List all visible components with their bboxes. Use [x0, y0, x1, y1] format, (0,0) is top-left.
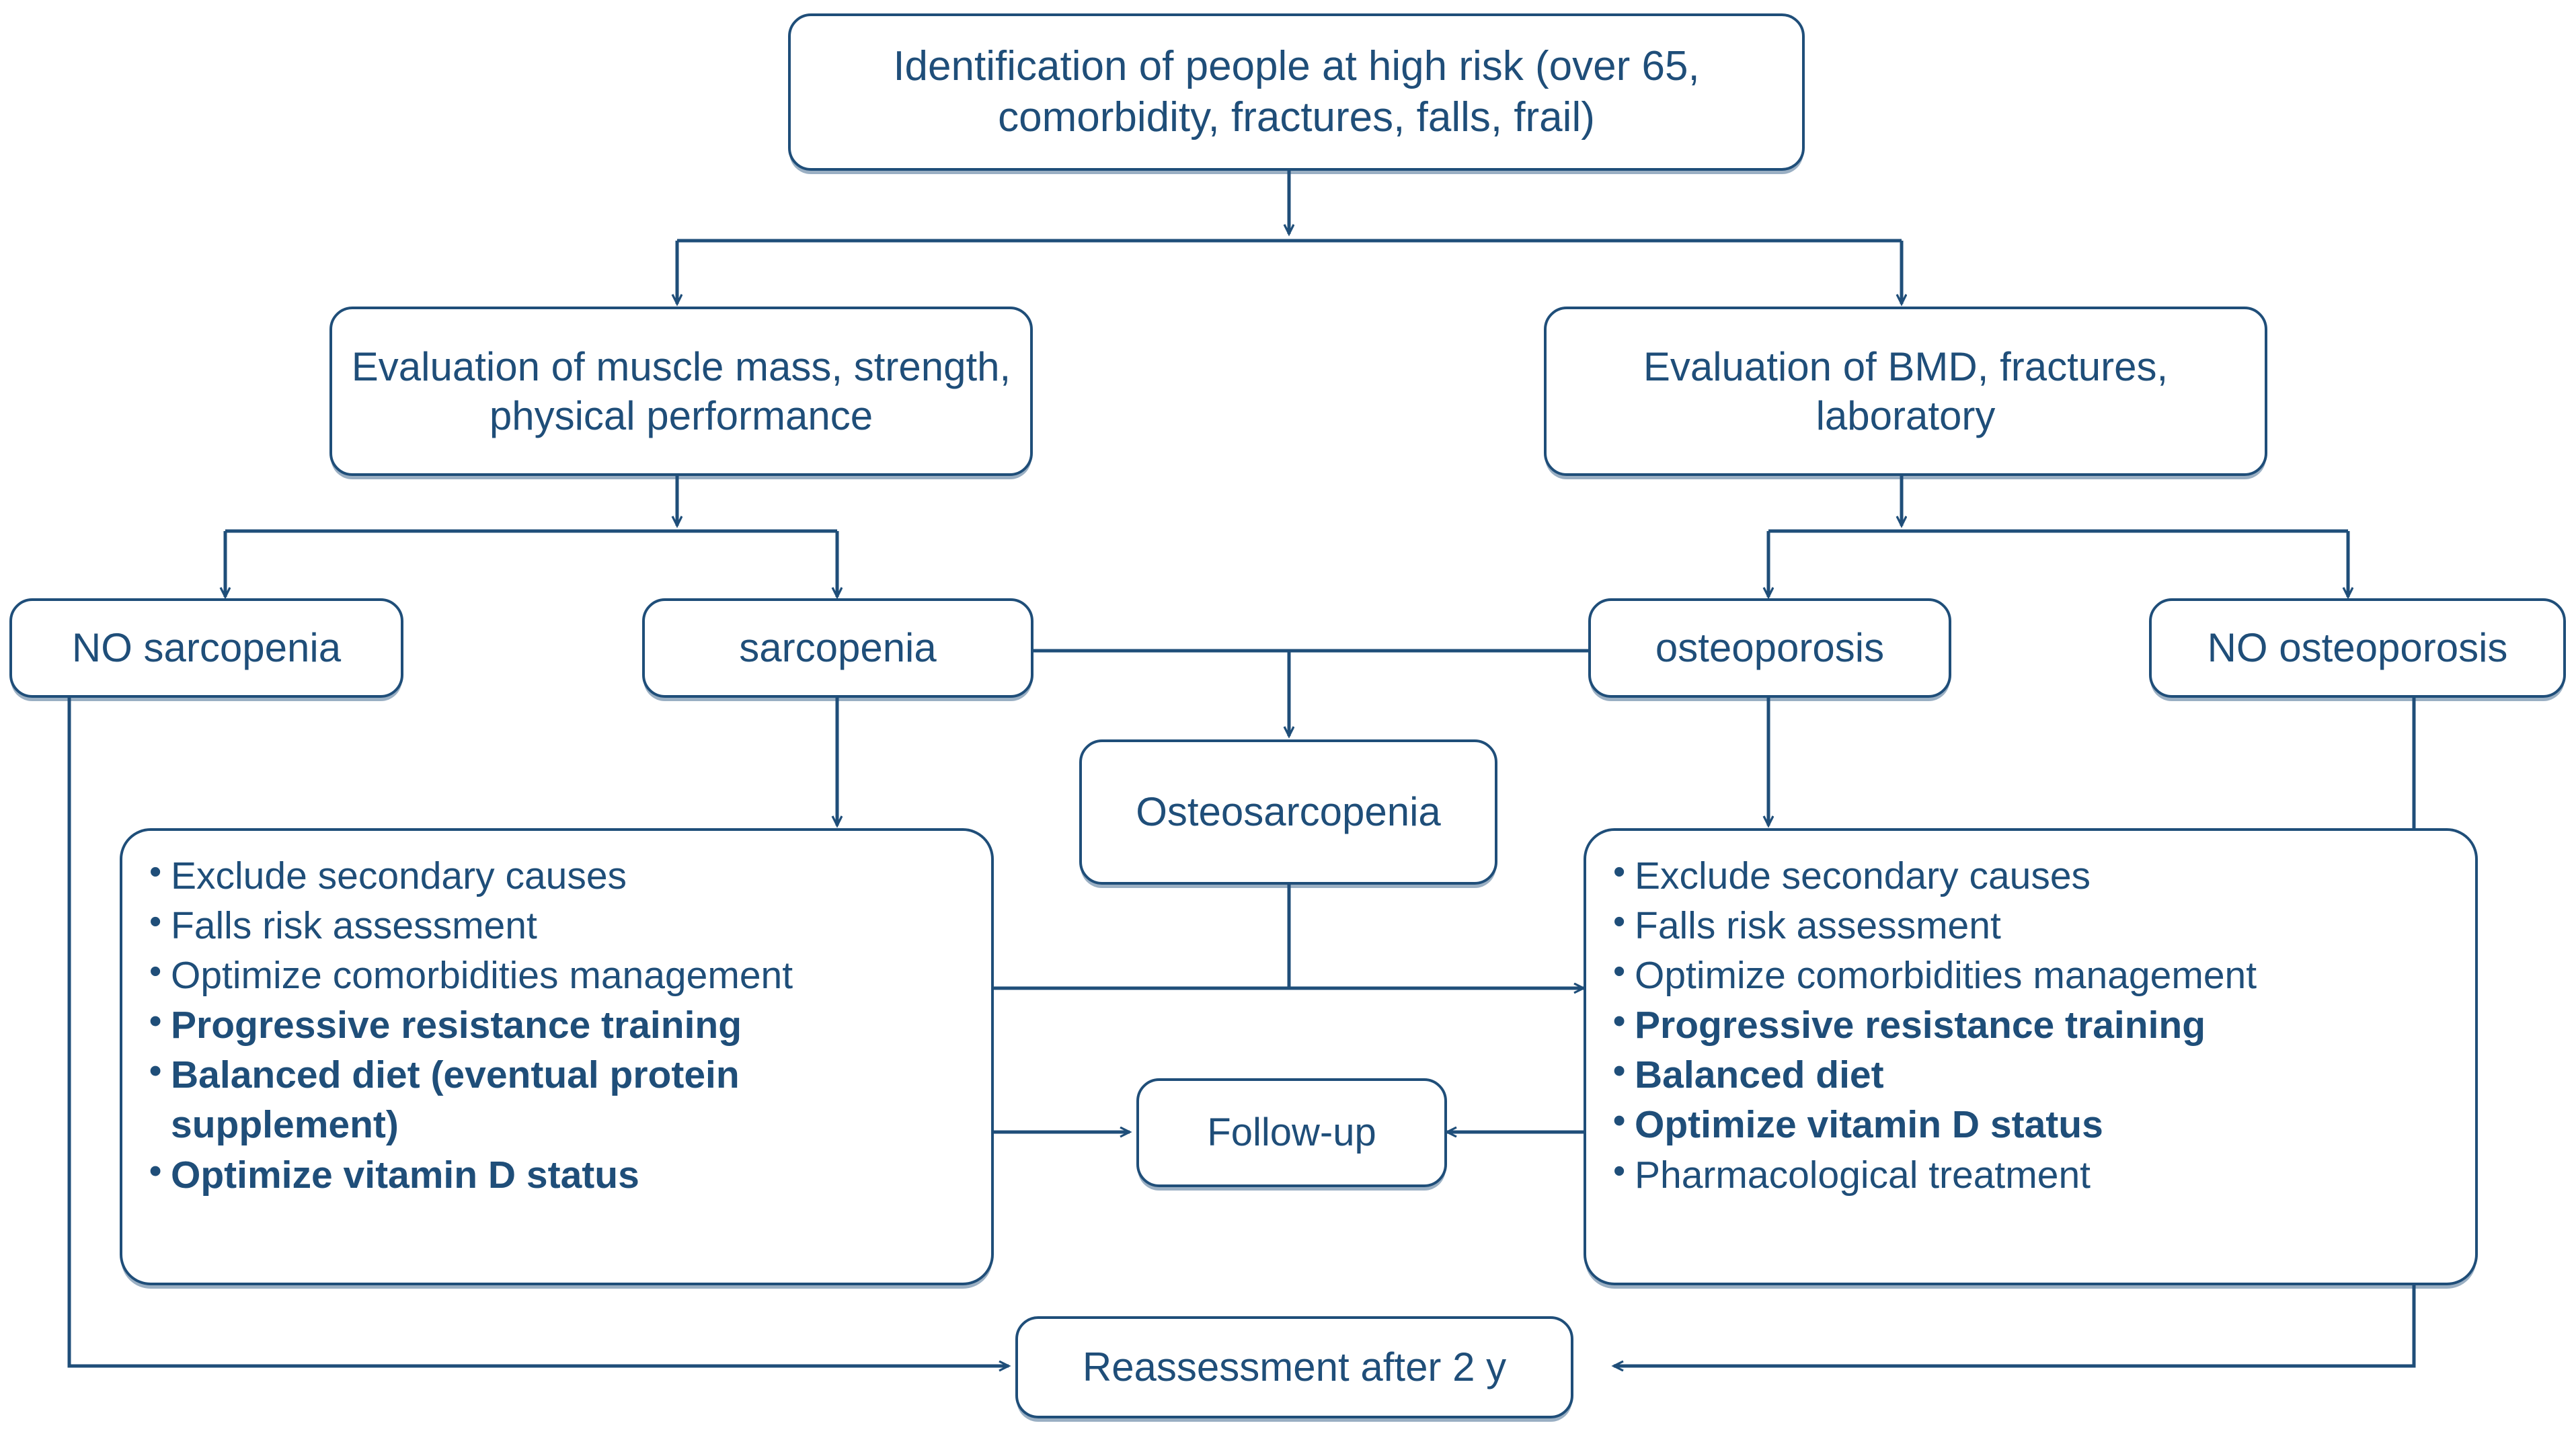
node-sarcopenia[interactable]: sarcopenia	[642, 598, 1033, 698]
list-item: Balanced diet (eventual protein suppleme…	[148, 1049, 968, 1150]
node-eval-muscle[interactable]: Evaluation of muscle mass, strength, phy…	[329, 307, 1033, 476]
list-item: Optimize comorbidities management	[1612, 949, 2452, 1000]
node-eval-bmd[interactable]: Evaluation of BMD, fractures, laboratory	[1544, 307, 2267, 476]
list-item-text: Balanced diet	[1635, 1053, 1884, 1097]
list-item-text: Falls risk assessment	[1635, 904, 2001, 948]
node-osteosarcopenia-label: Osteosarcopenia	[1136, 789, 1441, 835]
node-follow-up-label: Follow-up	[1207, 1110, 1376, 1154]
list-item: Falls risk assessment	[1612, 899, 2452, 951]
node-no-osteoporosis[interactable]: NO osteoporosis	[2149, 598, 2566, 698]
list-item-text: Optimize comorbidities management	[171, 954, 793, 998]
sarcopenia-management-list: Exclude secondary causes Falls risk asse…	[148, 850, 968, 1200]
node-follow-up[interactable]: Follow-up	[1136, 1078, 1447, 1187]
list-item: Progressive resistance training	[148, 999, 968, 1050]
list-item: Falls risk assessment	[148, 899, 968, 951]
node-osteosarcopenia[interactable]: Osteosarcopenia	[1079, 739, 1497, 885]
list-item: Optimize vitamin D status	[148, 1149, 968, 1200]
osteoporosis-management-list: Exclude secondary causes Falls risk asse…	[1612, 850, 2452, 1200]
node-identification-label: Identification of people at high risk (o…	[893, 43, 1700, 140]
node-no-sarcopenia[interactable]: NO sarcopenia	[9, 598, 403, 698]
node-no-osteoporosis-label: NO osteoporosis	[2207, 625, 2508, 671]
list-item-text: Balanced diet (eventual protein suppleme…	[171, 1053, 740, 1147]
list-item: Optimize comorbidities management	[148, 949, 968, 1000]
list-item-text: Progressive resistance training	[1635, 1004, 2206, 1047]
list-item: Pharmacological treatment	[1612, 1149, 2452, 1200]
node-reassessment-label: Reassessment after 2 y	[1082, 1344, 1507, 1390]
node-osteoporosis-label: osteoporosis	[1655, 625, 1885, 671]
list-item-text: Optimize vitamin D status	[171, 1153, 639, 1197]
list-item: Optimize vitamin D status	[1612, 1098, 2452, 1150]
list-item-text: Optimize comorbidities management	[1635, 954, 2257, 998]
node-reassessment[interactable]: Reassessment after 2 y	[1015, 1316, 1573, 1418]
list-item-text: Falls risk assessment	[171, 904, 537, 948]
list-item: Balanced diet	[1612, 1049, 2452, 1100]
node-identification[interactable]: Identification of people at high risk (o…	[788, 13, 1805, 171]
list-item-text: Exclude secondary causes	[171, 854, 627, 897]
list-item-text: Exclude secondary causes	[1635, 854, 2091, 897]
node-eval-bmd-label: Evaluation of BMD, fractures, laboratory	[1643, 344, 2169, 438]
node-osteoporosis[interactable]: osteoporosis	[1588, 598, 1951, 698]
node-eval-muscle-label: Evaluation of muscle mass, strength, phy…	[351, 344, 1011, 438]
osteoporosis-management-box[interactable]: Exclude secondary causes Falls risk asse…	[1584, 828, 2478, 1285]
list-item-text: Optimize vitamin D status	[1635, 1103, 2103, 1147]
node-sarcopenia-label: sarcopenia	[739, 625, 937, 671]
list-item-text: Progressive resistance training	[171, 1004, 742, 1047]
list-item: Exclude secondary causes	[1612, 850, 2452, 901]
list-item: Exclude secondary causes	[148, 850, 968, 901]
sarcopenia-management-box[interactable]: Exclude secondary causes Falls risk asse…	[120, 828, 994, 1285]
node-no-sarcopenia-label: NO sarcopenia	[71, 625, 342, 671]
list-item: Progressive resistance training	[1612, 999, 2452, 1050]
list-item-text: Pharmacological treatment	[1635, 1153, 2091, 1197]
